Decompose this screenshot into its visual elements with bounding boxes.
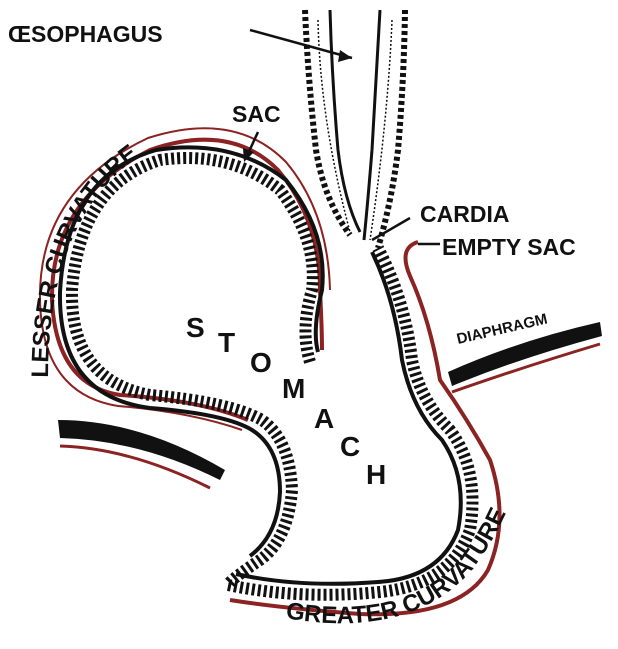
- stomach-letter-t: T: [218, 327, 235, 358]
- stomach-letter-o: O: [250, 347, 272, 378]
- label-greater-curvature: GREATER CURVATURE: [284, 504, 511, 630]
- stomach-inner-wall: [60, 147, 323, 556]
- oesophagus-tube: [305, 10, 405, 248]
- label-empty-sac: EMPTY SAC: [442, 234, 576, 260]
- stomach-letter-m: M: [282, 373, 305, 404]
- diaphragm-left: [58, 420, 225, 488]
- leader-oesophagus: [250, 30, 352, 62]
- stomach-letter-h: H: [366, 459, 386, 490]
- stomach-letter-c: C: [340, 431, 360, 462]
- leader-cardia: [372, 218, 410, 240]
- stomach-letter-s: S: [186, 312, 205, 343]
- label-greater-curvature-path: GREATER CURVATURE: [284, 504, 511, 630]
- stomach-letter-a: A: [314, 403, 334, 434]
- label-sac: SAC: [232, 101, 281, 127]
- label-cardia: CARDIA: [420, 201, 509, 227]
- label-oesophagus: ŒSOPHAGUS: [8, 21, 163, 47]
